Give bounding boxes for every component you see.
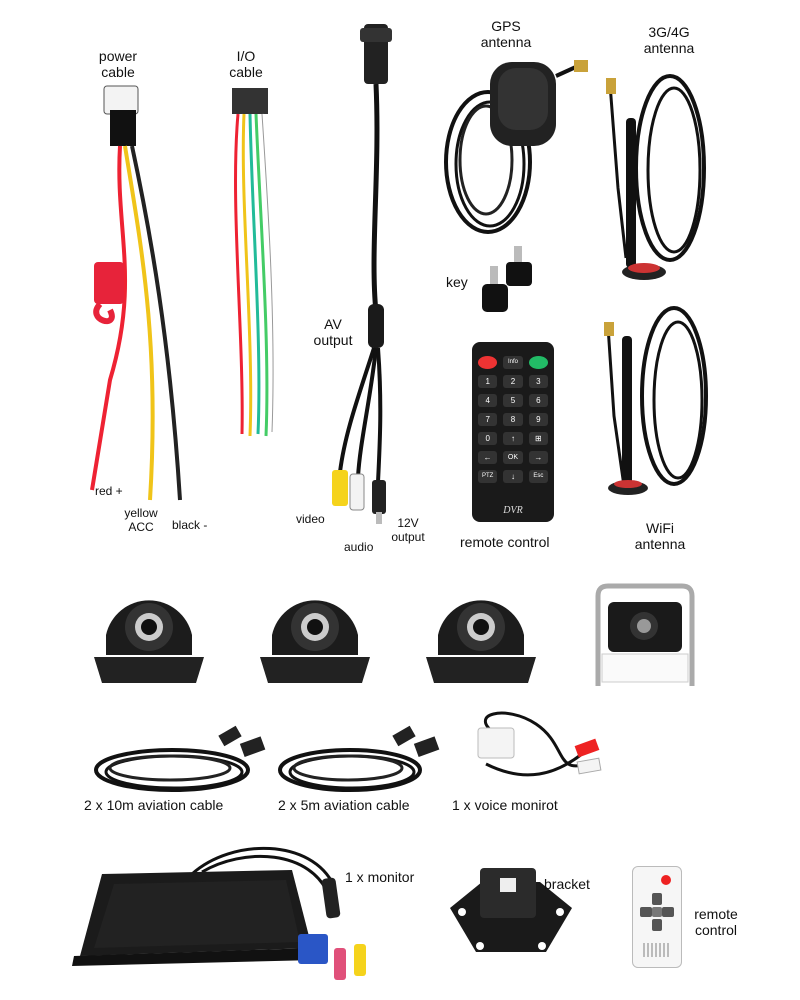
rear-camera [594, 582, 696, 690]
small-remote [632, 866, 682, 968]
key-label: key [446, 274, 468, 290]
power-cable [80, 80, 220, 520]
key-0[interactable]: 0 [478, 432, 498, 445]
aviation-cable-5m [276, 718, 446, 798]
ptz-key[interactable]: PTZ [478, 470, 498, 483]
io-cable-label: I/O cable [229, 48, 263, 80]
left-key[interactable]: ← [478, 451, 498, 464]
key-5[interactable]: 5 [503, 394, 523, 407]
key-3[interactable]: 3 [528, 375, 548, 388]
aviation-cable-10m [92, 718, 272, 798]
yellow-wire-label: yellow ACC [124, 506, 158, 534]
output-12v-label: 12V output [391, 516, 425, 544]
voice-monitor-label: 1 x voice monirot [452, 797, 558, 813]
key-6[interactable]: 6 [528, 394, 548, 407]
green-key[interactable] [528, 356, 548, 369]
power-key[interactable] [478, 356, 498, 369]
key-9[interactable]: 9 [528, 413, 548, 426]
wifi-antenna [596, 296, 716, 506]
small-remote-left-button[interactable] [640, 907, 652, 917]
key-1[interactable]: 1 [478, 375, 498, 388]
small-remote-ok-button[interactable] [652, 907, 662, 917]
small-remote-right-button[interactable] [662, 907, 674, 917]
aviation-10m-label: 2 x 10m aviation cable [84, 797, 224, 813]
key-8[interactable]: 8 [503, 413, 523, 426]
remote-control: Info 1 2 3 4 5 6 7 8 9 0 ↑ ⊞ ← OK → PTZ … [472, 342, 554, 522]
aviation-5m-label: 2 x 5m aviation cable [278, 797, 410, 813]
bracket [446, 862, 576, 962]
key-2[interactable]: 2 [503, 375, 523, 388]
info-key[interactable]: Info [503, 356, 523, 369]
video-label: video [296, 512, 325, 526]
dome-camera-1 [92, 585, 206, 695]
av-output-label: AV output [313, 316, 353, 348]
dome-camera-2 [258, 585, 372, 695]
av-output-cable [330, 22, 420, 542]
right-key[interactable]: → [528, 451, 548, 464]
key-7[interactable]: 7 [478, 413, 498, 426]
monitor-label: 1 x monitor [345, 869, 415, 885]
small-remote-down-button[interactable] [652, 919, 662, 931]
power-cable-label: power cable [98, 48, 138, 80]
gps-antenna [438, 52, 598, 242]
esc-key[interactable]: Esc [528, 470, 548, 483]
remote-control-label: remote control [460, 534, 550, 550]
bracket-label: bracket [544, 876, 590, 892]
monitor [72, 838, 382, 986]
black-wire-label: black - [172, 518, 208, 532]
dome-camera-3 [424, 585, 538, 695]
keys [478, 242, 542, 322]
cellular-antenna [596, 58, 716, 288]
audio-label: audio [344, 540, 374, 554]
wifi-antenna-label: WiFi antenna [634, 520, 686, 552]
small-remote-up-button[interactable] [652, 893, 662, 905]
voice-monitor [466, 704, 610, 790]
red-wire-label: red + [95, 484, 123, 498]
ok-key[interactable]: OK [503, 451, 523, 464]
small-remote-label: remote control [694, 906, 738, 938]
key-4[interactable]: 4 [478, 394, 498, 407]
down-key[interactable]: ↓ [503, 470, 523, 483]
cellular-antenna-label: 3G/4G antenna [643, 24, 695, 56]
up-key[interactable]: ↑ [503, 432, 523, 445]
gps-antenna-label: GPS antenna [480, 18, 532, 50]
io-cable [222, 84, 282, 444]
small-remote-speaker [643, 943, 671, 957]
grid-key[interactable]: ⊞ [528, 432, 548, 445]
remote-brand: DVR [503, 505, 523, 516]
small-remote-power-button[interactable] [661, 875, 671, 885]
